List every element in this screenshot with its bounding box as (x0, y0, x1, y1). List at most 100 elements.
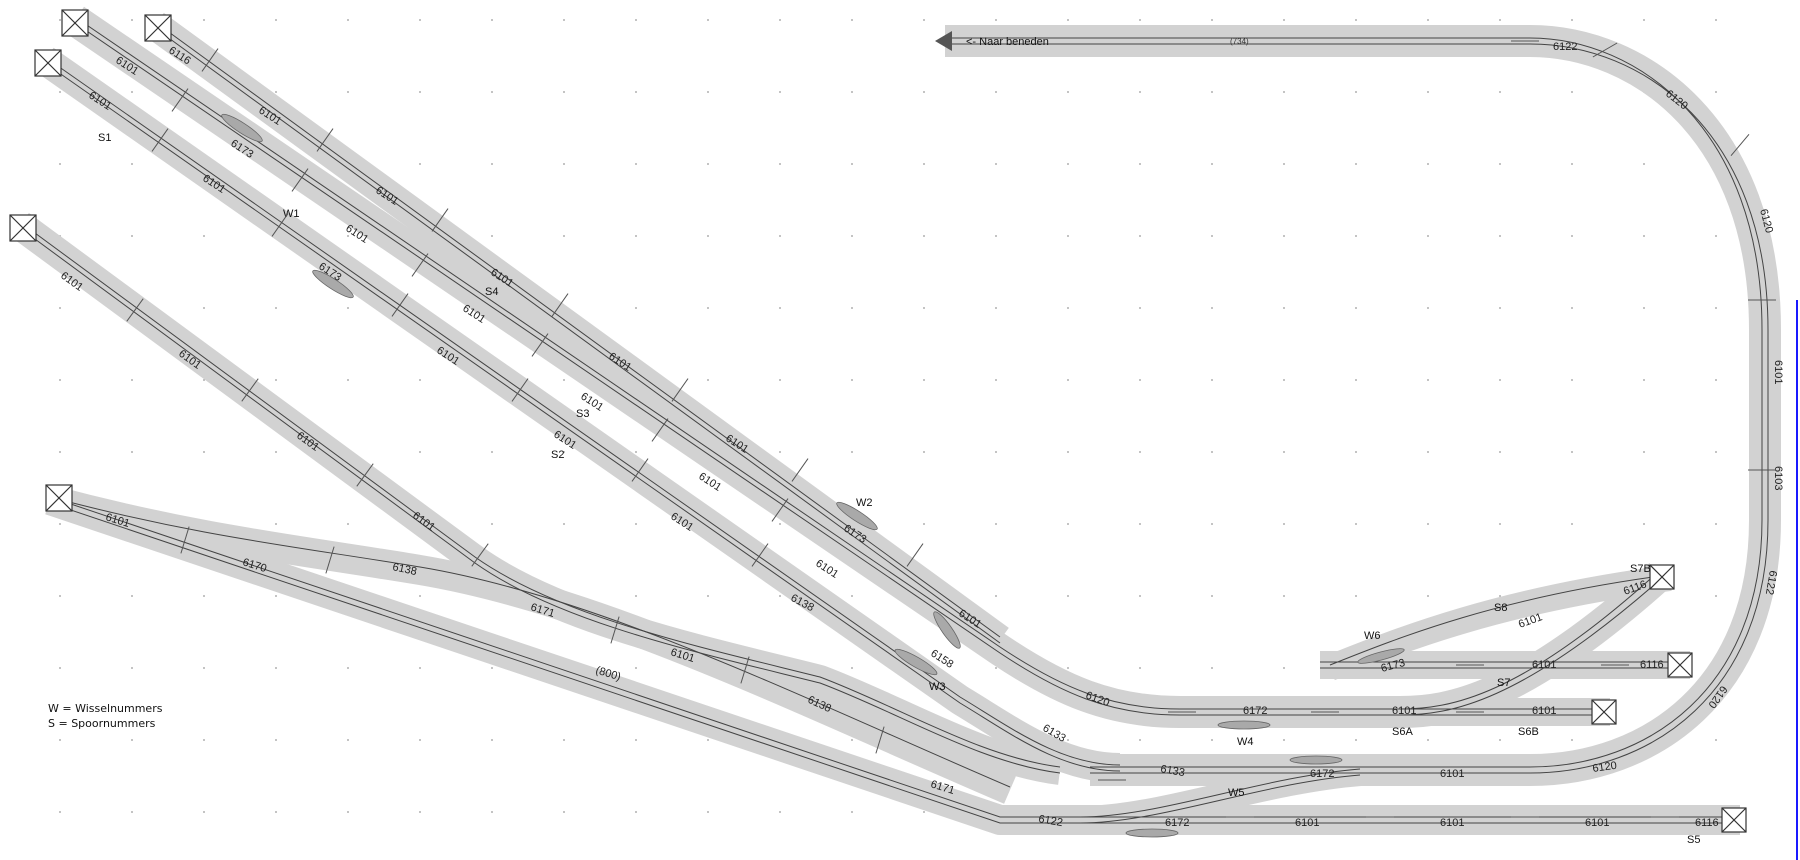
track-joint (671, 378, 689, 402)
grid-dot (1715, 19, 1717, 21)
grid-dot (59, 667, 61, 669)
grid-dot (1139, 739, 1141, 741)
switch-name-w6: W6 (1364, 630, 1381, 642)
grid-dot (1139, 451, 1141, 453)
grid-dot (1643, 451, 1645, 453)
grid-dot (1355, 163, 1357, 165)
grid-dot (1715, 595, 1717, 597)
grid-dot (1139, 19, 1141, 21)
grid-dot (635, 595, 637, 597)
grid-dot (1571, 379, 1573, 381)
piece-label: 6101 (1532, 705, 1556, 717)
grid-dot (851, 667, 853, 669)
track-joint (551, 293, 569, 317)
piece-label: 6172 (1243, 705, 1267, 717)
track-joint (531, 333, 549, 357)
grid-dot (1355, 739, 1357, 741)
grid-dot (707, 163, 709, 165)
grid-dot (1283, 91, 1285, 93)
track-joint (471, 543, 489, 567)
grid-dot (851, 595, 853, 597)
grid-dot (1139, 235, 1141, 237)
grid-dot (923, 163, 925, 165)
track-name-s8: S8 (1494, 602, 1507, 614)
grid-dot (995, 163, 997, 165)
grid-dot (851, 307, 853, 309)
grid-dot (1283, 451, 1285, 453)
piece-label: 6101 (1585, 817, 1609, 829)
grid-dot (1571, 307, 1573, 309)
grid-dot (59, 739, 61, 741)
grid-dot (1427, 235, 1429, 237)
grid-dot (1499, 595, 1501, 597)
grid-dot (59, 379, 61, 381)
grid-dot (419, 163, 421, 165)
track-joint (126, 298, 144, 322)
grid-dot (1643, 235, 1645, 237)
track-joint (241, 378, 259, 402)
track-joint (906, 543, 924, 567)
track-joint (740, 656, 750, 684)
buffer-stop (1667, 652, 1693, 678)
grid-dot (131, 91, 133, 93)
grid-dot (1139, 379, 1141, 381)
grid-dot (779, 811, 781, 813)
grid-dot (779, 235, 781, 237)
grid-dot (779, 163, 781, 165)
grid-dot (635, 811, 637, 813)
grid-dot (1427, 379, 1429, 381)
grid-dot (1355, 451, 1357, 453)
grid-dot (131, 595, 133, 597)
piece-label: 6101 (813, 557, 840, 580)
grid-dot (203, 451, 205, 453)
grid-dot (1283, 667, 1285, 669)
track-name-s6a: S6A (1392, 726, 1413, 738)
grid-dot (923, 379, 925, 381)
grid-dot (275, 595, 277, 597)
grid-dot (203, 307, 205, 309)
piece-label: 6101 (1440, 768, 1464, 780)
grid-dot (563, 739, 565, 741)
grid-dot (1067, 451, 1069, 453)
grid-dot (707, 379, 709, 381)
grid-dot (1427, 307, 1429, 309)
grid-dot (923, 307, 925, 309)
grid-dot (923, 19, 925, 21)
piece-label: 6101 (1295, 817, 1319, 829)
grid-dot (563, 811, 565, 813)
grid-dot (995, 667, 997, 669)
grid-dot (419, 811, 421, 813)
grid-dot (1499, 379, 1501, 381)
buffer-stop (45, 484, 73, 512)
buffer-stop (144, 14, 172, 42)
grid-dot (1427, 451, 1429, 453)
exit-arrow-sub: (734) (1230, 37, 1249, 46)
grid-dot (1211, 163, 1213, 165)
grid-dot (1427, 523, 1429, 525)
grid-dot (1067, 667, 1069, 669)
grid-dot (635, 19, 637, 21)
grid-dot (1211, 307, 1213, 309)
grid-dot (59, 595, 61, 597)
grid-dot (1571, 235, 1573, 237)
grid-dot (59, 307, 61, 309)
exit-arrow[interactable]: <- Naar beneden (734) (935, 31, 1249, 51)
grid-dot (851, 451, 853, 453)
grid-dot (995, 19, 997, 21)
grid-dot (1499, 739, 1501, 741)
grid-dot (491, 739, 493, 741)
grid-dot (779, 19, 781, 21)
grid-dot (1571, 163, 1573, 165)
track-joint (771, 498, 789, 522)
grid-dot (203, 19, 205, 21)
grid-dot (1067, 595, 1069, 597)
grid-dot (347, 739, 349, 741)
grid-dot (419, 451, 421, 453)
piece-label: 6101 (1532, 659, 1556, 671)
grid-dot (275, 91, 277, 93)
grid-dot (275, 379, 277, 381)
grid-dot (1283, 19, 1285, 21)
grid-dot (275, 19, 277, 21)
switch-name-w3: W3 (929, 681, 946, 693)
grid-dot (1499, 19, 1501, 21)
